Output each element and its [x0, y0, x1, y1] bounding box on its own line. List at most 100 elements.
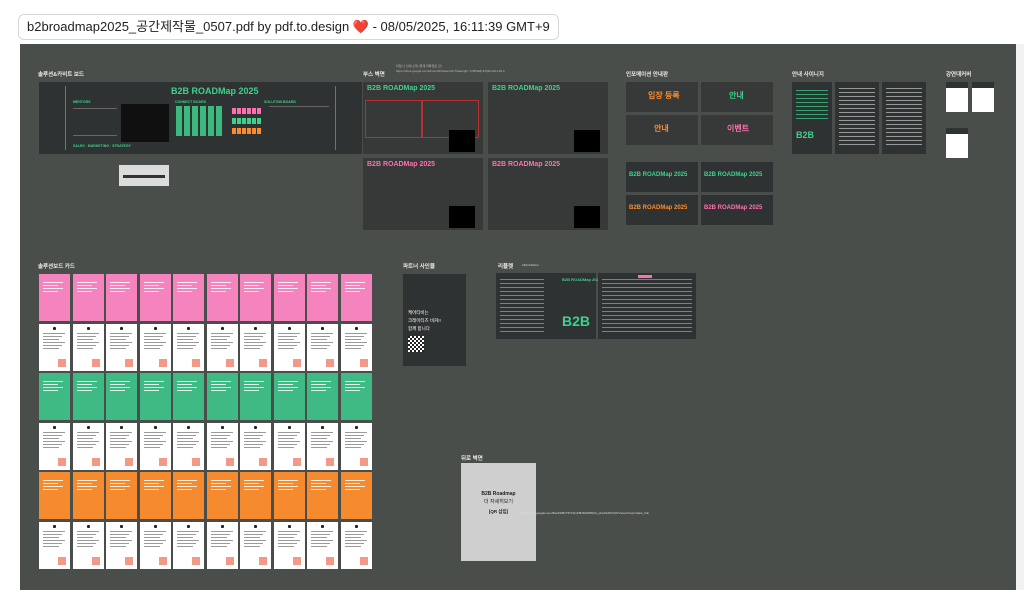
solution-card[interactable]	[240, 323, 271, 371]
solution-card[interactable]	[307, 373, 338, 420]
info-sign-guide-1[interactable]: 안내	[701, 82, 773, 112]
info-logo-orange[interactable]: B2B ROADMap 2025	[626, 195, 698, 225]
solution-card[interactable]	[307, 472, 338, 519]
solution-card[interactable]	[173, 472, 204, 519]
solution-card[interactable]	[206, 422, 238, 470]
solution-card[interactable]	[106, 521, 137, 569]
solution-card[interactable]	[307, 422, 338, 470]
solution-card[interactable]	[106, 422, 137, 470]
solution-card[interactable]	[340, 373, 372, 420]
solution-card[interactable]	[240, 274, 271, 321]
solution-card[interactable]	[139, 323, 171, 371]
solution-card[interactable]	[273, 323, 305, 371]
canvas-scrollbar[interactable]	[1016, 44, 1024, 590]
card-text-line	[143, 440, 166, 442]
info-sign-entry[interactable]: 입장 등록	[626, 82, 698, 112]
solution-card[interactable]	[39, 274, 70, 321]
solution-card[interactable]	[307, 274, 338, 321]
info-logo-green-1[interactable]: B2B ROADMap 2025	[626, 162, 698, 192]
solution-card[interactable]	[173, 422, 204, 470]
solution-card[interactable]	[307, 521, 338, 569]
solution-board-banner[interactable]: B2B ROADMap 2025 MENTORS CONNECT BOARD S…	[39, 82, 362, 154]
solution-card[interactable]	[340, 274, 372, 321]
solution-card[interactable]	[273, 422, 305, 470]
booth-wall-4[interactable]: B2B ROADMap 2025	[488, 158, 608, 230]
solution-card[interactable]	[273, 521, 305, 569]
solution-card[interactable]	[206, 472, 238, 519]
solution-card[interactable]	[106, 472, 137, 519]
solution-card[interactable]	[139, 373, 171, 420]
booth-wall-3[interactable]: B2B ROADMap 2025	[363, 158, 483, 230]
card-text-line	[177, 437, 193, 439]
solution-card[interactable]	[72, 521, 104, 569]
solution-card[interactable]	[240, 472, 271, 519]
solution-card[interactable]	[39, 422, 70, 470]
leaflet-back[interactable]	[598, 273, 696, 339]
solution-card[interactable]	[72, 323, 104, 371]
solution-card[interactable]	[340, 422, 372, 470]
solution-card[interactable]	[139, 274, 171, 321]
lecture-stand-2[interactable]	[972, 82, 994, 112]
info-logo-green-2[interactable]: B2B ROADMap 2025	[701, 162, 773, 192]
card-text-line	[210, 288, 231, 289]
back-wall-panel[interactable]: B2B Roadmap 더 자세히보기 [QR 삽입]	[461, 463, 536, 561]
solution-card[interactable]	[273, 472, 305, 519]
booth-wall-2[interactable]: B2B ROADMap 2025	[488, 82, 608, 154]
solution-card[interactable]	[206, 274, 238, 321]
solution-card[interactable]	[273, 274, 305, 321]
signage-1[interactable]: B2B	[792, 82, 832, 154]
solution-card[interactable]	[39, 521, 70, 569]
card-qr-icon	[225, 457, 234, 466]
solution-card[interactable]	[173, 521, 204, 569]
solution-card[interactable]	[72, 274, 104, 321]
solution-card[interactable]	[72, 472, 104, 519]
solution-card[interactable]	[340, 521, 372, 569]
solution-card[interactable]	[139, 422, 171, 470]
solution-card[interactable]	[72, 422, 104, 470]
card-text-line	[43, 288, 63, 289]
solution-card[interactable]	[173, 274, 204, 321]
info-sign-guide-2[interactable]: 안내	[626, 115, 698, 145]
card-text-line	[143, 344, 163, 346]
card-qr-icon	[91, 457, 100, 466]
solution-card[interactable]	[106, 274, 137, 321]
solution-card[interactable]	[340, 472, 372, 519]
solution-card[interactable]	[240, 373, 271, 420]
solution-card[interactable]	[240, 521, 271, 569]
signage-3[interactable]	[882, 82, 926, 154]
partner-sign[interactable]: 케어티비는 크레이티즈 비커!! 함께 합니다	[403, 274, 466, 366]
info-logo-pink[interactable]: B2B ROADMap 2025	[701, 195, 773, 225]
card-text-line	[244, 381, 264, 382]
booth-wall-1[interactable]: B2B ROADMap 2025	[363, 82, 483, 154]
lecture-stand-1[interactable]	[946, 82, 968, 112]
lecture-stand-3[interactable]	[946, 128, 968, 158]
card-text-line	[110, 489, 125, 490]
solution-card[interactable]	[340, 323, 372, 371]
solution-card[interactable]	[72, 373, 104, 420]
solution-card[interactable]	[307, 323, 338, 371]
leaflet-front[interactable]: B2B ROADMap 2025 B2B	[496, 273, 601, 339]
solution-board-sticker[interactable]	[119, 165, 169, 186]
solution-card[interactable]	[39, 472, 70, 519]
solution-card[interactable]	[106, 323, 137, 371]
solution-card[interactable]	[139, 521, 171, 569]
leaflet-logo: B2B ROADMap 2025	[562, 277, 601, 282]
solution-card[interactable]	[139, 472, 171, 519]
design-canvas[interactable]: 솔루션&카비트 보드 B2B ROADMap 2025 MENTORS CONN…	[20, 44, 1016, 590]
solution-card[interactable]	[206, 521, 238, 569]
solution-card[interactable]	[39, 373, 70, 420]
info-sign-event[interactable]: 이벤트	[701, 115, 773, 145]
solution-card[interactable]	[273, 373, 305, 420]
booth-note-url[interactable]: https://drive.google.com/drive/u/0/folde…	[396, 69, 505, 73]
solution-card[interactable]	[39, 323, 70, 371]
solution-card[interactable]	[206, 373, 238, 420]
solution-card[interactable]	[240, 422, 271, 470]
solution-card[interactable]	[106, 373, 137, 420]
signage-2[interactable]	[835, 82, 879, 154]
card-text-line	[177, 443, 196, 445]
back-panel-url[interactable]: https://drive.google.com/file/d/1BKT3TKO…	[520, 511, 649, 515]
solution-card[interactable]	[173, 323, 204, 371]
solution-card[interactable]	[206, 323, 238, 371]
solution-card[interactable]	[173, 373, 204, 420]
card-text-line	[110, 536, 126, 538]
